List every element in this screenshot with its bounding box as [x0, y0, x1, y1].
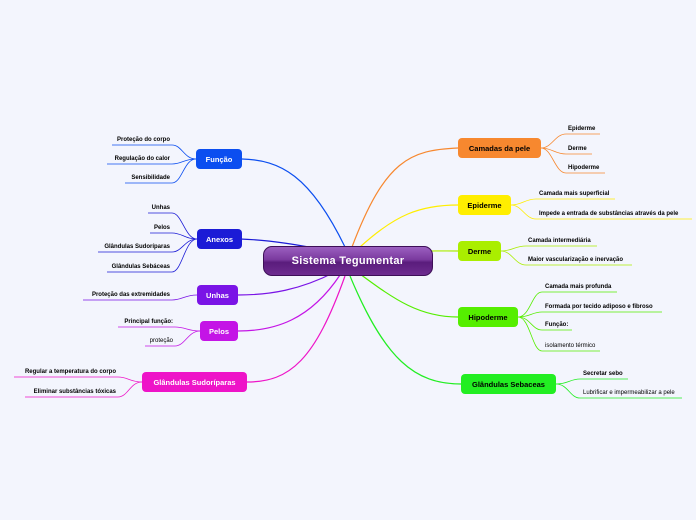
topic-funcao[interactable]: Função [196, 149, 242, 169]
leaf-epiderme-superficial[interactable]: Camada mais superficial [539, 191, 610, 197]
leaf-hipoderme-isolamento[interactable]: isolamento térmico [545, 343, 596, 349]
topic-glandulas-sudoriparas[interactable]: Glândulas Sudoríparas [142, 372, 247, 392]
leaf-anexos-unhas[interactable]: Unhas [151, 205, 170, 211]
topic-epiderme[interactable]: Epiderme [458, 195, 511, 215]
leaf-funcao-regulacao[interactable]: Regulação do calor [114, 156, 170, 162]
connector-camadas [351, 147, 459, 248]
leaf-anexos-sudoriparas[interactable]: Glândulas Sudoríparas [104, 244, 170, 250]
leaf-hipoderme-funcao[interactable]: Função: [545, 322, 569, 328]
topic-hipoderme[interactable]: Hipoderme [458, 307, 518, 327]
leaf-hipoderme-tecido[interactable]: Formada por tecido adiposo e fibroso [545, 304, 653, 310]
topic-derme[interactable]: Derme [458, 241, 501, 261]
leaf-epiderme-impede[interactable]: Impede a entrada de substâncias através … [539, 211, 679, 217]
leaf-funcao-protecao[interactable]: Proteção do corpo [116, 137, 170, 143]
leaf-derme-vascularizacao[interactable]: Maior vascularização e inervação [528, 257, 624, 263]
topic-pelos[interactable]: Pelos [200, 321, 238, 341]
connector-funcao [241, 158, 346, 248]
connector-sudoriparas [246, 275, 346, 383]
leaf-funcao-sensibilidade[interactable]: Sensibilidade [131, 175, 170, 181]
connector-hipoderme [359, 273, 459, 318]
root-topic[interactable]: Sistema Tegumentar [263, 246, 433, 276]
connector-epiderme [359, 204, 459, 248]
topic-anexos[interactable]: Anexos [197, 229, 242, 249]
leaf-camadas-hipoderme[interactable]: Hipoderme [568, 165, 600, 171]
connector-pelos [237, 274, 341, 332]
topic-camadas-da-pele[interactable]: Camadas da pele [458, 138, 541, 158]
connector-sebaceas [349, 275, 462, 385]
leaf-pelos-principal[interactable]: Principal função: [124, 319, 173, 325]
leaf-hipoderme-profunda[interactable]: Camada mais profunda [545, 284, 612, 290]
leaf-pelos-protecao[interactable]: proteção [149, 338, 173, 344]
leaf-sudoriparas-eliminar[interactable]: Eliminar substâncias tóxicas [33, 389, 116, 395]
connector-unhas [237, 271, 336, 296]
leaf-anexos-pelos[interactable]: Pelos [153, 225, 170, 231]
topic-unhas[interactable]: Unhas [197, 285, 238, 305]
leaf-anexos-sebaceas[interactable]: Glândulas Sebáceas [111, 264, 170, 270]
leaf-sebaceas-secretar[interactable]: Secretar sebo [583, 371, 623, 377]
leaf-camadas-derme[interactable]: Derme [568, 146, 587, 152]
topic-glandulas-sebaceas[interactable]: Glândulas Sebaceas [461, 374, 556, 394]
leaf-unhas-protecao[interactable]: Proteção das extremidades [91, 292, 170, 298]
leaf-derme-intermediaria[interactable]: Camada intermediária [528, 238, 591, 244]
leaf-sebaceas-lubrificar[interactable]: Lubrificar e impermeabilizar a pele [583, 390, 675, 396]
leaf-camadas-epiderme[interactable]: Epiderme [568, 126, 596, 132]
leaf-sudoriparas-regular[interactable]: Regular a temperatura do corpo [24, 369, 116, 375]
